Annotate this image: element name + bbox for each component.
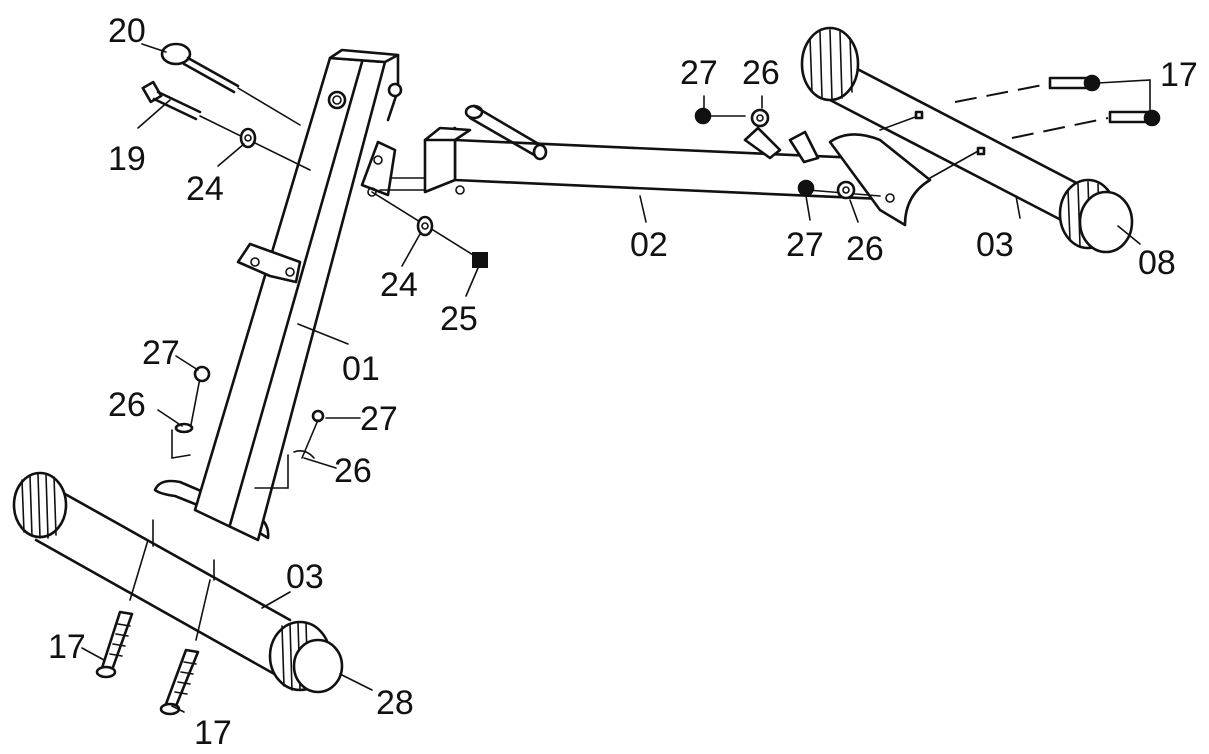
label-part-02: 02	[630, 226, 668, 264]
washer-26-top	[750, 108, 770, 128]
washer-26-left	[174, 422, 194, 434]
label-part-26-left: 26	[108, 386, 146, 424]
label-part-27-left: 27	[142, 334, 180, 372]
square-nut-25	[472, 252, 488, 268]
front-foot-tube	[12, 471, 344, 694]
label-part-24-lower: 24	[380, 266, 418, 304]
label-part-01: 01	[342, 350, 380, 388]
washer-26-arm	[836, 180, 856, 200]
label-part-17-left: 17	[48, 628, 86, 666]
label-part-19: 19	[108, 140, 146, 178]
rear-bolt-lower	[1108, 109, 1161, 127]
label-part-17-rear: 17	[1160, 56, 1198, 94]
pull-pin	[160, 42, 301, 126]
horizontal-arm	[367, 126, 907, 202]
washer-26-right	[293, 450, 315, 459]
upright-top-bracket	[360, 140, 397, 197]
label-part-03-rear: 03	[976, 226, 1014, 264]
arm-handle-pin	[464, 104, 548, 161]
label-part-24-upper: 24	[186, 170, 224, 208]
label-part-28: 28	[376, 684, 414, 722]
front-right-end-cap	[268, 620, 344, 694]
upright-post	[193, 48, 403, 542]
rear-right-end-cap	[1058, 178, 1134, 254]
nut-27-top	[694, 107, 712, 125]
arm-end-saddle	[828, 133, 932, 227]
label-part-27-arm: 27	[786, 226, 824, 264]
label-part-20: 20	[108, 12, 146, 50]
long-bolt	[141, 80, 311, 171]
rear-bolt-upper	[1048, 74, 1101, 92]
label-part-27-right: 27	[360, 400, 398, 438]
foot-bolt-right	[159, 579, 211, 716]
label-part-25: 25	[440, 300, 478, 338]
label-part-27-top: 27	[680, 54, 718, 92]
washer-24-upper	[239, 127, 257, 149]
label-part-08: 08	[1138, 244, 1176, 282]
arm-top-bracket	[743, 126, 782, 160]
nut-27-arm	[797, 179, 815, 197]
foot-bolt-left	[95, 539, 149, 679]
arm-top-bracket-2	[788, 130, 820, 164]
upright-mid-bracket	[236, 242, 302, 284]
label-part-03-front: 03	[286, 558, 324, 596]
label-part-26-top: 26	[742, 54, 780, 92]
rear-foot-tube	[800, 26, 1134, 254]
rear-left-end-cap	[800, 26, 860, 102]
washer-24-lower	[416, 215, 434, 237]
leader-lines	[81, 43, 1141, 713]
label-part-26-arm: 26	[846, 230, 884, 268]
label-part-26-right: 26	[334, 452, 372, 490]
label-part-17-right: 17	[194, 714, 232, 752]
front-left-end-cap	[12, 471, 68, 539]
